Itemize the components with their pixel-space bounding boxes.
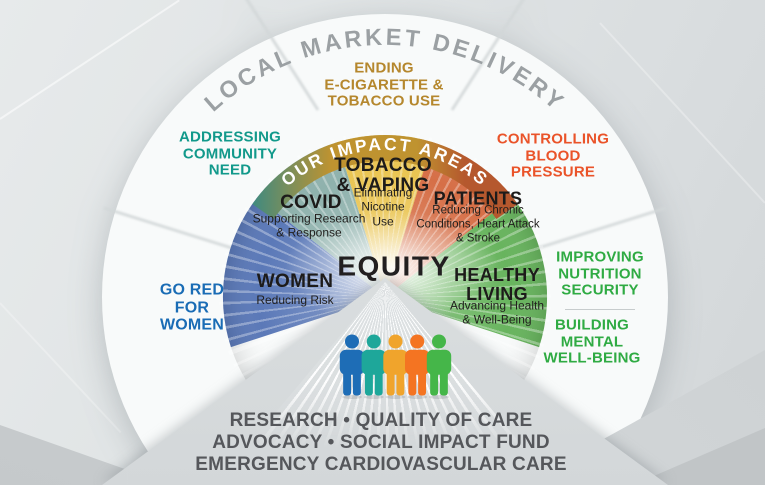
sector-label-divider	[565, 309, 635, 310]
sector-separators	[103, 0, 667, 251]
sector-label-improving-nutrition-security: IMPROVING NUTRITION SECURITY	[556, 248, 644, 299]
wedge-title-healthy-living: HEALTHY LIVING	[454, 264, 540, 304]
person-icon	[383, 334, 408, 396]
footer-line: RESEARCH • QUALITY OF CARE	[229, 410, 533, 431]
footer-line: ADVOCACY • SOCIAL IMPACT FUND	[212, 432, 550, 453]
wedge-subtitle-women: Reducing Risk	[256, 292, 334, 307]
person-icon	[405, 334, 430, 396]
person-icon	[426, 334, 452, 396]
sector-label-go-red-for-women: GO RED FOR WOMEN	[159, 281, 225, 334]
equity-center-label: EQUITY	[337, 250, 451, 282]
people-shadows	[342, 395, 449, 399]
person-icon	[361, 334, 386, 396]
sector-label-ending-tobacco-use: ENDING E-CIGARETTE & TOBACCO USE	[324, 59, 444, 110]
person-icon	[339, 334, 365, 396]
sector-label-addressing-community-need: ADDRESSING COMMUNITY NEED	[178, 128, 282, 179]
impact-areas-band	[252, 135, 518, 219]
wedge-subtitle-covid: Supporting Research & Response	[252, 211, 366, 240]
wedge-title-patients: PATIENTS	[433, 188, 523, 209]
sector-label-controlling-blood-pressure: CONTROLLING BLOOD PRESSURE	[496, 130, 610, 181]
sector-label-building-mental-well-being: BUILDING MENTAL WELL-BEING	[543, 316, 641, 367]
wedge-subtitle-tobacco-vaping: Eliminating Nicotine Use	[353, 185, 413, 229]
wedge-subtitle-healthy-living: Advancing Health & Well-Being	[449, 298, 545, 327]
wedge-title-covid: COVID	[280, 191, 342, 213]
wedge-subtitle-patients: Reducing Chronic Conditions, Heart Attac…	[416, 204, 540, 244]
footer-line: EMERGENCY CARDIOVASCULAR CARE	[195, 454, 567, 475]
people-group	[339, 334, 452, 399]
wedge-title-women: WOMEN	[256, 270, 334, 292]
wedge-title-tobacco-vaping: TOBACCO & VAPING	[334, 154, 432, 196]
footer-text: RESEARCH • QUALITY OF CARE ADVOCACY • SO…	[101, 410, 661, 476]
